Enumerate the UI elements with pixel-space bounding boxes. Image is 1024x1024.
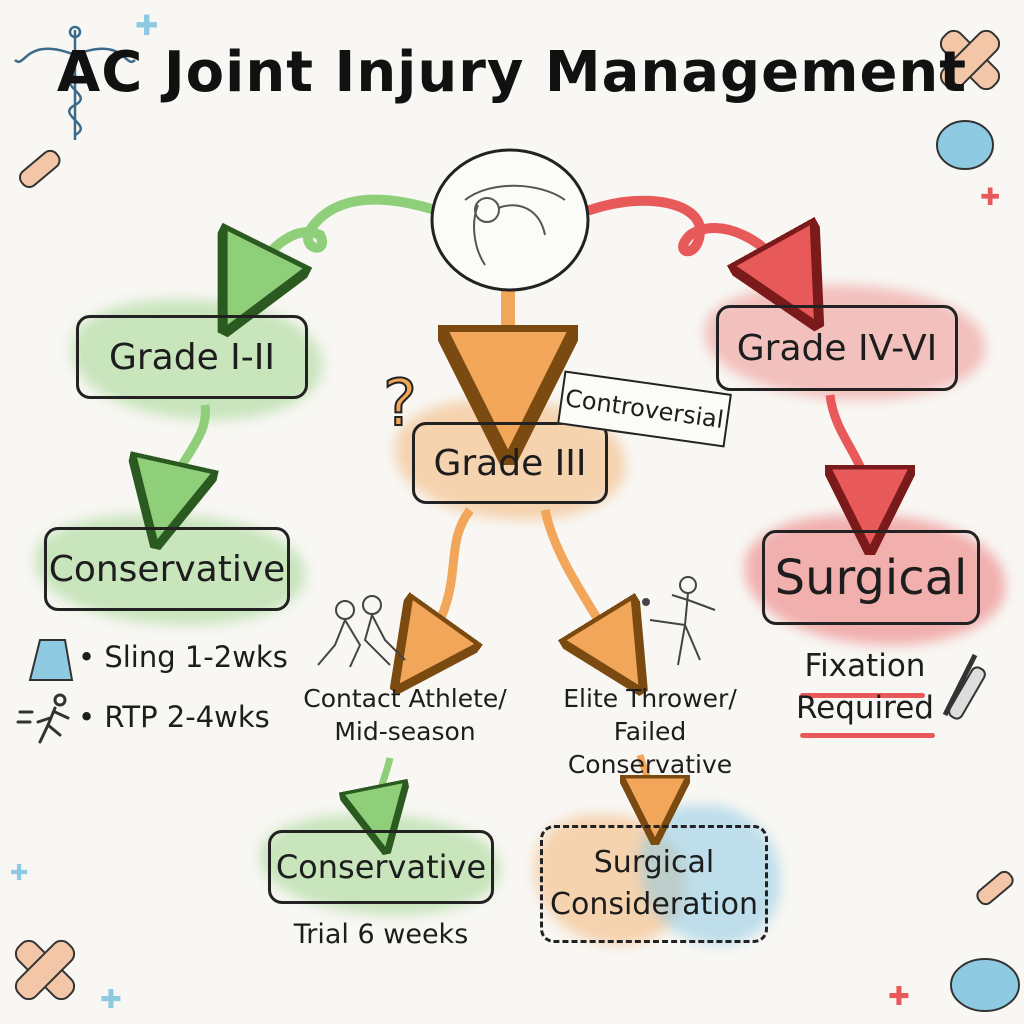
surgical-consideration-line1: Surgical: [593, 845, 715, 880]
bandage-icon: [939, 29, 1001, 91]
football-tackle-icon: [317, 595, 406, 668]
bandage-icon: [14, 939, 76, 1001]
conservative-node: Conservative: [44, 527, 290, 611]
surgical-label: Surgical: [774, 549, 968, 606]
surgical-node: Surgical: [762, 530, 980, 625]
fixation-required-note: Fixation Required: [790, 645, 940, 729]
contact-line1: Contact Athlete/: [303, 684, 507, 713]
arrow-to-grade46: [585, 195, 795, 285]
surgical-consideration-node: Surgical Consideration: [540, 825, 768, 943]
grade-1-2-label: Grade I-II: [108, 336, 276, 378]
trial-note: Trial 6 weeks: [293, 919, 469, 950]
controversial-label: Controversial: [563, 384, 726, 434]
cross-icon: ✚: [10, 861, 28, 886]
arrow-grade12-to-conservative: [165, 404, 205, 505]
bandage-icon: [18, 149, 61, 188]
cross-icon: ✚: [135, 9, 158, 42]
arrow-grade3-to-contact: [420, 507, 470, 655]
ice-pack-icon: [950, 958, 1020, 1012]
fixation-underline-red: [800, 693, 925, 698]
caduceus-icon: [14, 25, 136, 140]
baseball-pitcher-icon: [642, 576, 716, 666]
required-underline-red: [800, 733, 935, 738]
conservative-trial-label: Conservative: [275, 848, 487, 886]
conservative-label: Conservative: [48, 548, 286, 590]
grade-1-2-node: Grade I-II: [76, 315, 308, 399]
bullet-sling: • Sling 1-2wks: [78, 640, 288, 674]
thrower-line1: Elite Thrower/: [563, 684, 737, 713]
surgical-screw-icon: [942, 653, 986, 720]
shoulder-joint-icon: [430, 148, 590, 292]
surgical-consideration-line2: Consideration: [550, 887, 758, 922]
page-title: AC Joint Injury Management: [56, 40, 968, 105]
arrow-grade46-to-surgical: [830, 394, 870, 510]
fixation-line2: Required: [796, 690, 934, 726]
arrow-thrower-to-consideration: [640, 754, 655, 810]
cross-icon: ✚: [980, 183, 1000, 211]
grade-3-label: Grade III: [433, 442, 587, 484]
elite-thrower-note: Elite Thrower/ Failed Conservative: [530, 682, 770, 781]
arrow-grade3-to-thrower: [540, 509, 620, 655]
contact-line2: Mid-season: [334, 717, 476, 746]
ice-pack-icon: [936, 120, 994, 170]
contact-athlete-note: Contact Athlete/ Mid-season: [300, 682, 510, 748]
cross-icon: ✚: [100, 985, 122, 1015]
thrower-line2: Failed Conservative: [567, 717, 733, 779]
bullet-rtp: • RTP 2-4wks: [78, 700, 270, 734]
runner-icon: [16, 693, 70, 744]
question-mark-icon: ?: [383, 367, 417, 441]
conservative-trial-node: Conservative: [268, 830, 494, 904]
fixation-line1: Fixation: [804, 648, 926, 684]
arrow-to-grade12: [245, 194, 440, 290]
grade-4-6-label: Grade IV-VI: [736, 327, 938, 369]
bandage-icon: [976, 870, 1014, 906]
arrow-contact-to-trial: [379, 757, 390, 820]
sling-icon: [28, 639, 74, 681]
grade-4-6-node: Grade IV-VI: [716, 305, 958, 391]
cross-icon: ✚: [888, 982, 910, 1012]
grade-3-node: Grade III: [412, 422, 608, 504]
